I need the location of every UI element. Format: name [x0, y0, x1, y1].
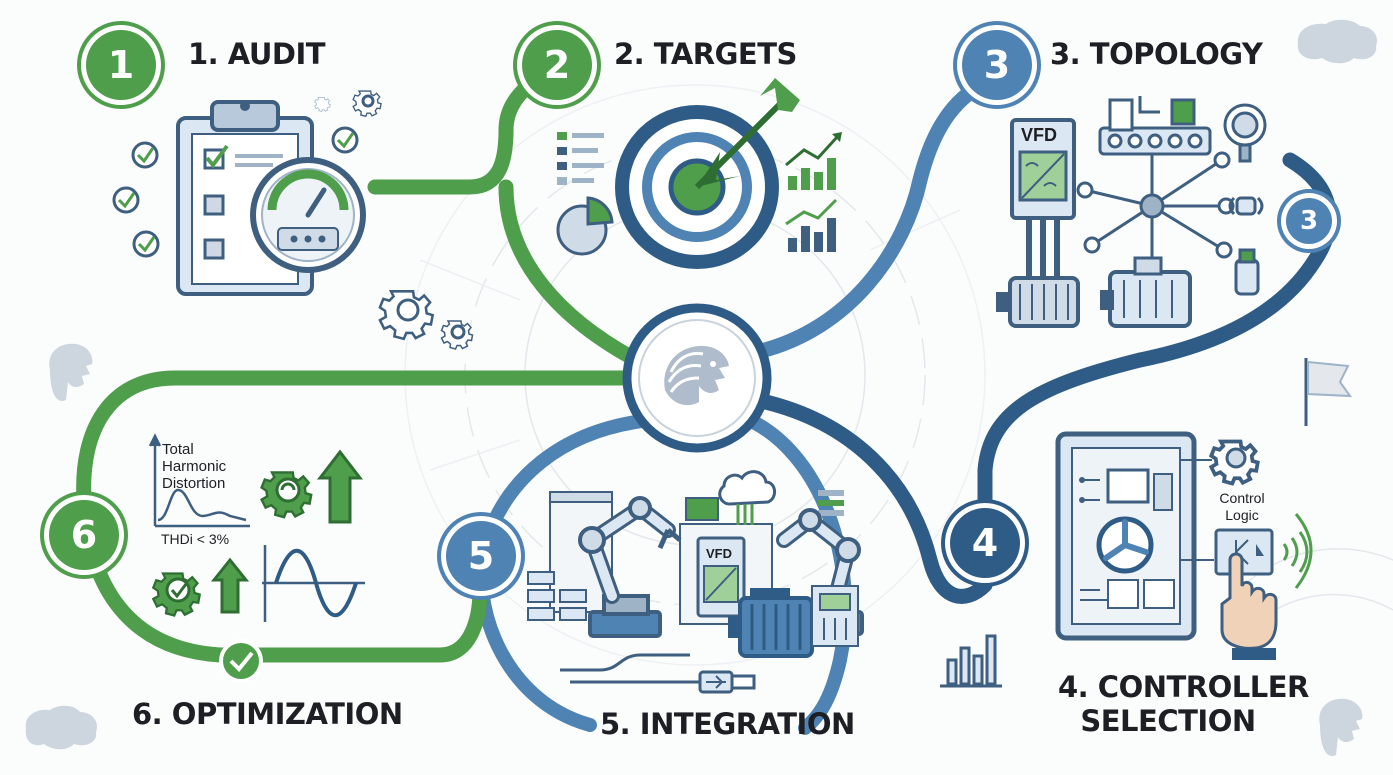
control-logic-line-1: Control [1219, 490, 1265, 506]
control-cabinet-icon [1055, 431, 1214, 641]
sine-wave-icon [262, 545, 365, 622]
step-2-title: 2. TARGETS [614, 37, 797, 71]
thd-line-1: Total [162, 441, 194, 458]
step-4-title-line-2: SELECTION [1080, 704, 1256, 738]
electric-motor-icon [996, 256, 1192, 328]
step-4-badge: 4 [950, 508, 1020, 578]
step-3-secondary-badge: 3 [1286, 198, 1332, 244]
bar-chart-icon [940, 634, 1002, 688]
step-6-title: 6. OPTIMIZATION [132, 697, 403, 731]
control-logic-line-2: Logic [1225, 507, 1259, 523]
step-1-title: 1. AUDIT [188, 37, 326, 71]
audit-illustration [112, 90, 474, 350]
finger-press-icon [1220, 552, 1278, 660]
step-3-badge: 3 [962, 30, 1032, 100]
pressure-sensor-icon [1223, 103, 1267, 296]
gear-icon [314, 90, 474, 350]
thdi-value-label: THDi < 3% [161, 531, 230, 547]
usb-plug-icon [560, 653, 756, 694]
wireless-signal-icon [1282, 513, 1313, 589]
conveyor-machine-icon [1098, 96, 1212, 156]
step-1-badge: 1 [86, 30, 156, 100]
lion-head-icon [49, 343, 1363, 756]
electric-motor-icon [728, 588, 814, 658]
island-map-icon [25, 19, 1378, 750]
lion-head-icon [664, 345, 729, 406]
thd-label: Total Harmonic Distortion [162, 441, 226, 492]
cloud-icon [718, 470, 776, 525]
topology-illustration [996, 96, 1267, 328]
gauge-icon [250, 157, 366, 273]
control-panel-box [811, 585, 859, 647]
controller-selection-illustration [940, 358, 1353, 688]
step-6-badge: 6 [49, 500, 119, 570]
bar-chart-up-icon [785, 132, 842, 252]
arrow-up-icon [210, 449, 364, 614]
flag-icon [1304, 358, 1353, 426]
gear-icon [152, 471, 313, 617]
targets-illustration [556, 78, 842, 269]
checkmark-icon [112, 126, 359, 258]
pie-chart-icon [556, 196, 614, 256]
target-arrow-icon [615, 78, 800, 269]
roadmap-paths [76, 62, 1337, 735]
control-logic-label: Control Logic [1210, 490, 1274, 524]
integration-illustration [527, 470, 864, 694]
central-hub [622, 303, 772, 453]
vfd-drive-unit [1010, 118, 1076, 280]
step-5-badge: 5 [446, 521, 516, 591]
list-lines [557, 132, 604, 185]
thd-chart [148, 433, 250, 528]
step-3-title: 3. TOPOLOGY [1050, 37, 1263, 71]
gear-icon [1209, 439, 1260, 486]
step-5-title: 5. INTEGRATION [600, 707, 855, 741]
step-4-title-line-1: 4. CONTROLLER [1058, 670, 1309, 704]
thd-line-2: Harmonic [162, 458, 227, 475]
vfd-drive-unit [696, 536, 746, 618]
vfd-integration-label: VFD [706, 546, 732, 561]
checkmark-icon [219, 639, 263, 683]
thd-line-3: Distortion [162, 475, 226, 492]
optimization-illustration [148, 433, 365, 683]
igbt-module-icon [1214, 528, 1274, 576]
network-hub-icon [1076, 136, 1235, 259]
vfd-topology-label: VFD [1021, 125, 1057, 145]
step-4-title: 4. CONTROLLER SELECTION [1058, 670, 1309, 738]
step-2-badge: 2 [522, 30, 592, 100]
